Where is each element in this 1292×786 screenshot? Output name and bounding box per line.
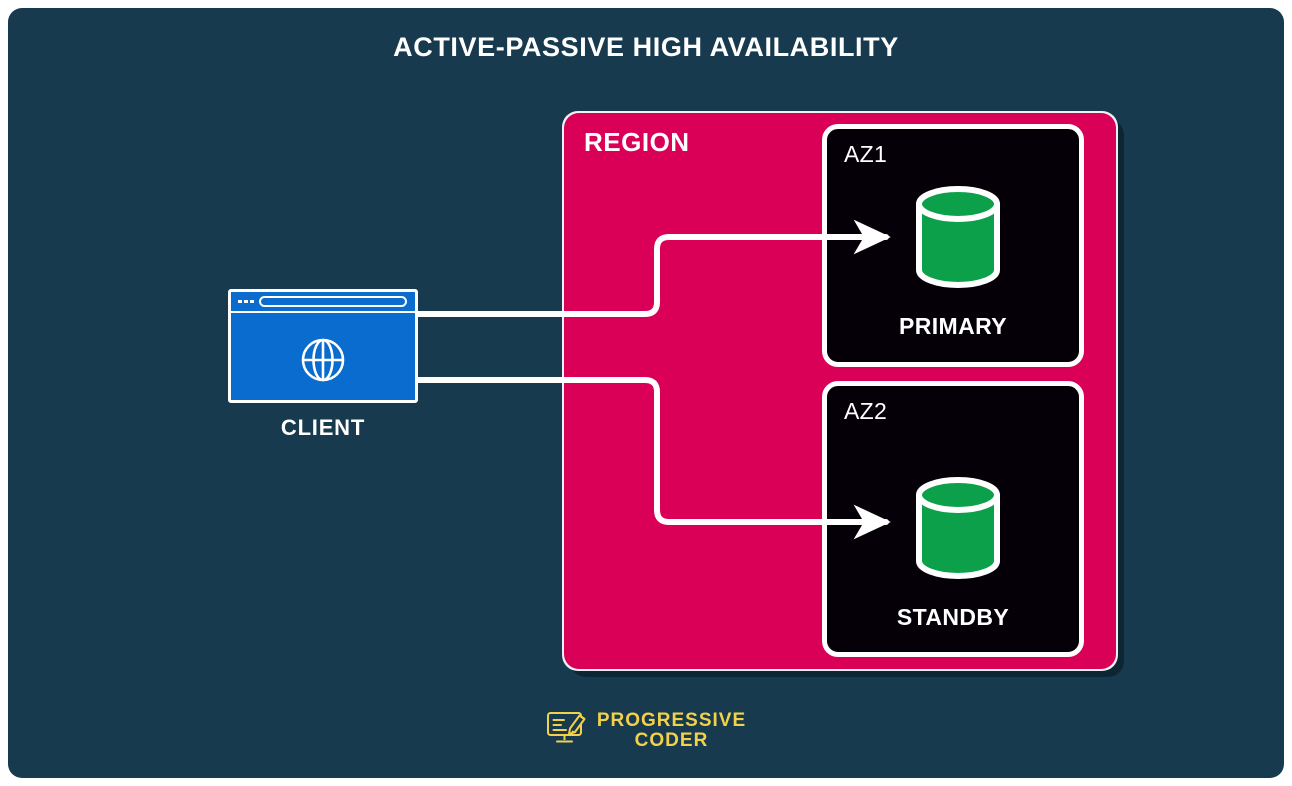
page-title: ACTIVE-PASSIVE HIGH AVAILABILITY	[393, 32, 899, 62]
diagram-canvas: ACTIVE-PASSIVE HIGH AVAILABILITY REGION …	[8, 8, 1284, 778]
standby-node-label: STANDBY	[896, 604, 1010, 630]
region-label: REGION	[584, 127, 690, 157]
browser-dot-icon	[238, 300, 242, 303]
logo-text-line-2: CODER	[634, 729, 709, 751]
database-cylinder-icon-primary	[911, 185, 1005, 289]
client-label: CLIENT	[280, 415, 366, 440]
brand-logo: PROGRESSIVE CODER	[8, 711, 1284, 750]
browser-address-bar	[259, 296, 407, 307]
monitor-pencil-icon	[546, 711, 588, 750]
primary-node-label: PRIMARY	[898, 313, 1007, 339]
availability-zone-az1: AZ1 PRIMARY	[822, 124, 1084, 367]
availability-zone-az2: AZ2 STANDBY	[822, 381, 1084, 657]
database-cylinder-icon-standby	[911, 476, 1005, 580]
client-browser-icon	[228, 289, 418, 403]
logo-text-line-1: PROGRESSIVE	[596, 710, 747, 732]
az1-label: AZ1	[844, 141, 888, 167]
browser-dot-icon	[250, 300, 254, 303]
browser-titlebar	[231, 292, 415, 313]
browser-dot-icon	[244, 300, 248, 303]
globe-icon	[231, 318, 415, 402]
region-container: REGION AZ1 PRIMARY AZ2 STANDBY	[564, 113, 1116, 669]
az2-label: AZ2	[844, 398, 888, 424]
